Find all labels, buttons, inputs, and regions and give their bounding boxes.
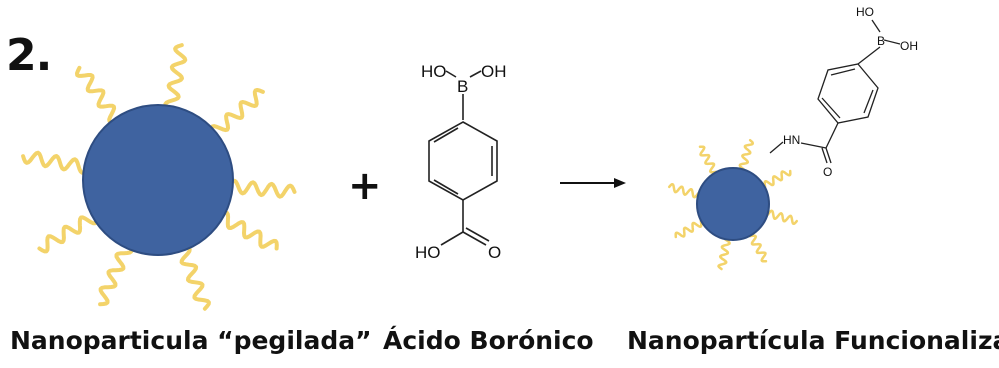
caption-functionalized-nanoparticle: Nanopartícula Funcionalizada — [627, 326, 999, 355]
product-ligand — [769, 19, 901, 164]
product-labels: HO B OH HN O — [783, 5, 918, 179]
peg-chain — [745, 230, 768, 263]
caption-boronic-acid: Ácido Borónico — [383, 326, 594, 355]
peg-chains — [667, 138, 799, 271]
label-boron: B — [877, 34, 885, 48]
caption-pegylated-nanoparticle: Nanoparticula “pegilada” — [10, 326, 372, 355]
peg-chain — [717, 234, 731, 271]
boronic-acid-labels: HO B OH HO O — [415, 62, 507, 262]
nanoparticle-core — [696, 167, 770, 241]
peg-chain — [667, 182, 704, 199]
peg-chain — [762, 209, 799, 226]
label-ho-top: HO — [856, 5, 874, 19]
label-ho-left: HO — [421, 62, 447, 81]
peg-chain — [759, 169, 792, 192]
label-acid-ho: HO — [415, 243, 441, 262]
reaction-arrow — [560, 178, 626, 188]
peg-chain — [698, 145, 721, 178]
nanoparticle-core — [82, 104, 234, 256]
label-amide-n: HN — [783, 133, 800, 147]
step-number: 2. — [6, 30, 52, 81]
peg-chain — [738, 138, 755, 175]
label-amide-o: O — [823, 165, 832, 179]
functionalized-nanoparticle — [667, 138, 799, 271]
label-acid-o: O — [488, 243, 501, 262]
plus-sign: + — [348, 163, 382, 209]
peg-chain — [674, 216, 707, 239]
pegylated-nanoparticle — [21, 43, 297, 311]
label-oh-right: OH — [900, 39, 918, 53]
label-boron: B — [457, 77, 468, 96]
boronic-acid-molecule — [428, 70, 498, 246]
label-oh-right: OH — [481, 62, 507, 81]
